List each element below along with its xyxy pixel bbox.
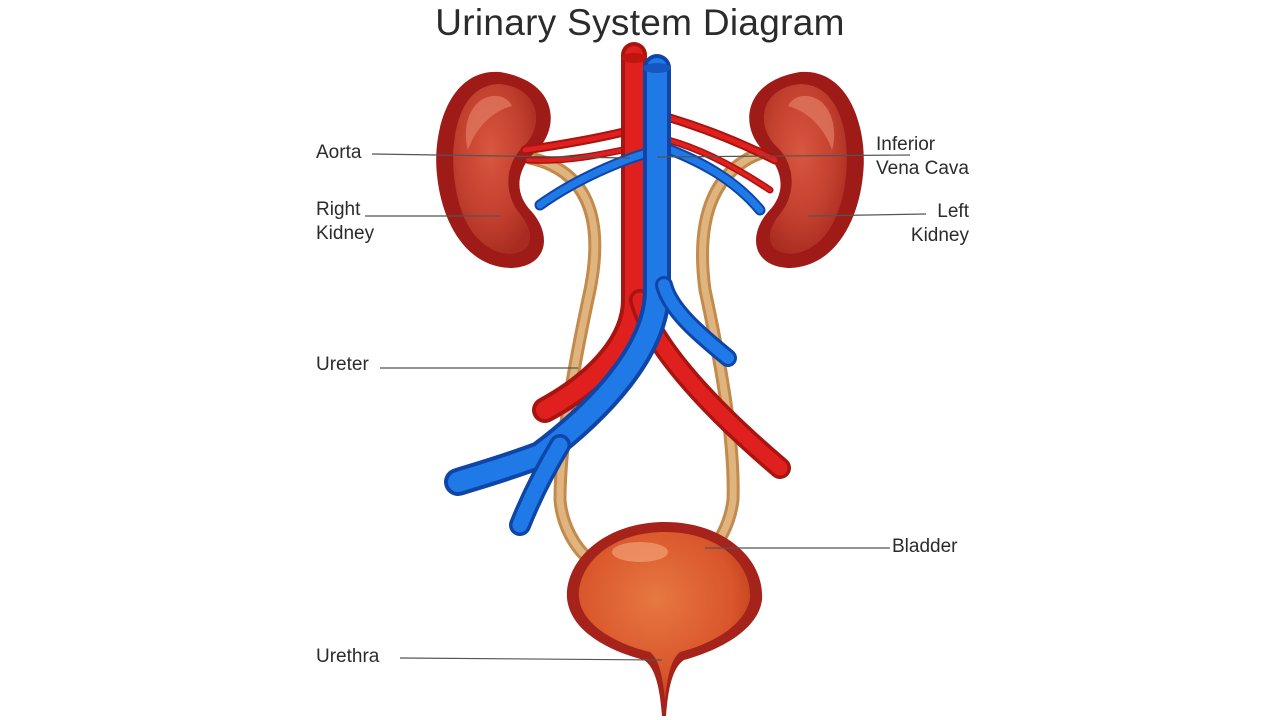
label-vena-cava-line2: Vena Cava	[876, 158, 969, 179]
leader-lines	[365, 153, 927, 661]
aorta-leader-line	[371, 153, 631, 159]
vena-cava-vessels	[444, 54, 766, 536]
label-urethra: Urethra	[316, 646, 380, 667]
left-kidney-shape	[749, 71, 864, 269]
urethra-leader-line	[399, 657, 663, 661]
label-right-kidney-line2: Kidney	[316, 223, 375, 244]
label-aorta: Aorta	[316, 142, 362, 163]
label-bladder: Bladder	[892, 536, 958, 557]
right-kidney-shape	[436, 71, 551, 269]
label-ureter: Ureter	[316, 354, 369, 375]
label-inferior-vena-cava: Inferior Vena Cava	[876, 133, 969, 181]
bladder-shape	[566, 522, 763, 716]
label-right-kidney-line1: Right	[316, 199, 361, 220]
left-kidney-leader-line	[807, 213, 927, 217]
diagram-title: Urinary System Diagram	[435, 2, 845, 43]
label-left-kidney-line2: Kidney	[910, 225, 969, 246]
label-vena-cava-line1: Inferior	[876, 134, 936, 155]
label-left-kidney: Left Kidney	[890, 200, 969, 248]
label-right-kidney: Right Kidney	[316, 198, 374, 246]
label-left-kidney-line1: Left	[937, 201, 969, 222]
vena-cava-leader-line	[656, 154, 911, 158]
